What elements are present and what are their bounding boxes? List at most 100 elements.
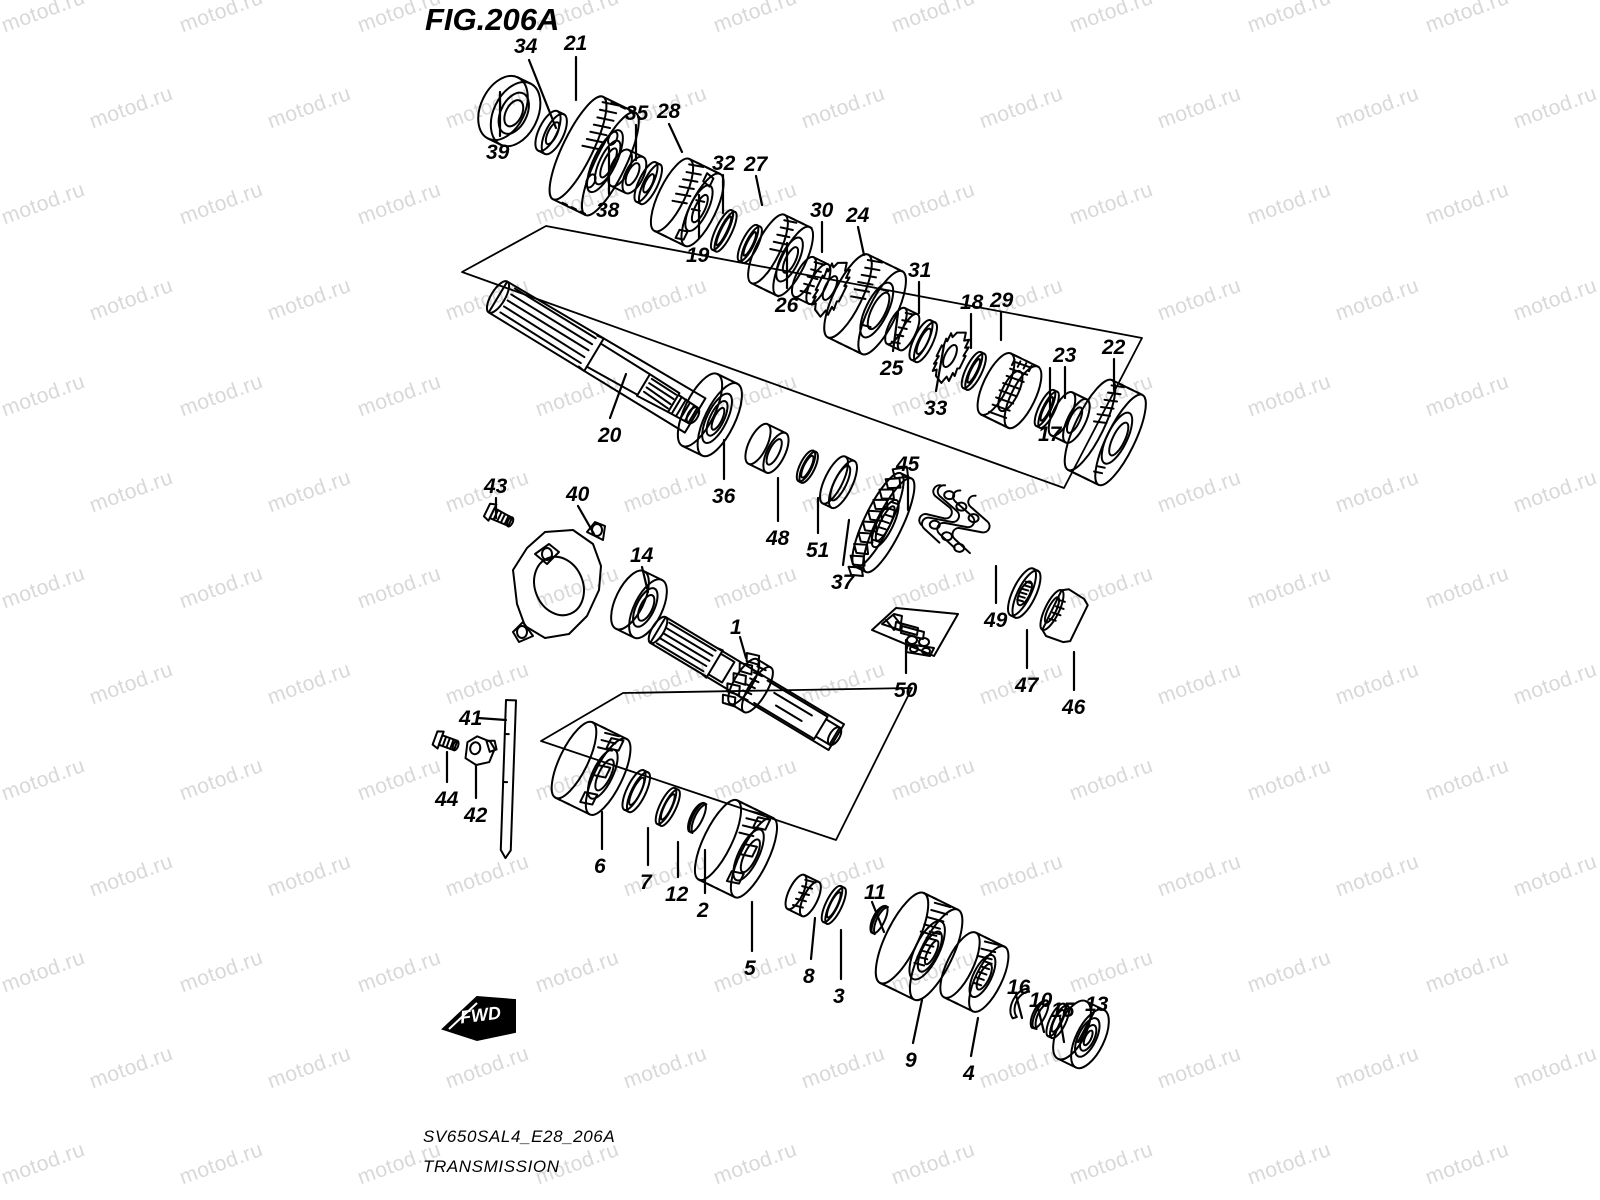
callout-31: 31 bbox=[908, 259, 932, 282]
part-23-bushing bbox=[1047, 391, 1091, 444]
part-6-dog-gear bbox=[550, 720, 632, 816]
part-35-washer bbox=[633, 160, 664, 206]
callout-14: 14 bbox=[630, 544, 654, 567]
callout-28: 28 bbox=[657, 100, 681, 123]
callout-15: 15 bbox=[1051, 999, 1075, 1022]
leader-line-33 bbox=[934, 343, 946, 393]
callout-51: 51 bbox=[806, 539, 830, 562]
callout-50: 50 bbox=[894, 679, 918, 702]
leader-line-9 bbox=[911, 998, 924, 1045]
part-41-shaft-rod bbox=[499, 699, 517, 860]
callout-4: 4 bbox=[963, 1062, 975, 1085]
callout-12: 12 bbox=[665, 883, 689, 906]
part-44-bolt bbox=[431, 730, 460, 752]
callout-18: 18 bbox=[960, 291, 984, 314]
part-24-gear bbox=[823, 253, 907, 356]
part-32-washer bbox=[736, 223, 763, 264]
callout-26: 26 bbox=[775, 294, 799, 317]
leader-line-13 bbox=[1076, 1010, 1096, 1044]
part-20-shaft bbox=[485, 280, 707, 434]
callout-32: 32 bbox=[712, 152, 736, 175]
callout-leader-lines bbox=[445, 55, 1116, 1058]
part-28-gear bbox=[649, 157, 725, 248]
callout-47: 47 bbox=[1015, 674, 1039, 697]
part-4-gear bbox=[939, 931, 1010, 1013]
guide-frame-upper bbox=[461, 225, 1143, 489]
part-10-circlip bbox=[1029, 999, 1051, 1030]
callout-36: 36 bbox=[712, 485, 736, 508]
caption-name: TRANSMISSION bbox=[423, 1157, 560, 1176]
callout-1: 1 bbox=[730, 616, 742, 639]
callout-35: 35 bbox=[625, 102, 649, 125]
leader-line-41 bbox=[476, 716, 508, 722]
callout-46: 46 bbox=[1062, 696, 1086, 719]
part-36-bearing bbox=[676, 372, 743, 458]
leader-line-34 bbox=[527, 58, 558, 130]
figure-title: FIG.206A bbox=[425, 2, 560, 37]
part-39-bearing bbox=[477, 74, 542, 148]
part-13-bearing bbox=[1052, 999, 1110, 1070]
part-46-nut bbox=[1039, 588, 1089, 644]
callout-11: 11 bbox=[864, 881, 886, 904]
leader-line-37 bbox=[841, 518, 851, 567]
leader-line-8 bbox=[809, 916, 817, 961]
callout-44: 44 bbox=[435, 788, 459, 811]
callout-19: 19 bbox=[686, 244, 710, 267]
leader-line-40 bbox=[576, 504, 596, 536]
leader-line-10 bbox=[1036, 1006, 1046, 1034]
callout-37: 37 bbox=[831, 571, 855, 594]
part-18-washer bbox=[960, 350, 987, 391]
part-29-roller-bearing bbox=[976, 351, 1043, 430]
leader-line-15 bbox=[1058, 1016, 1066, 1044]
leader-line-24 bbox=[856, 225, 866, 257]
callout-38: 38 bbox=[596, 199, 620, 222]
callout-23: 23 bbox=[1053, 344, 1077, 367]
part-50-joint-kit bbox=[871, 607, 959, 657]
part-21-gear bbox=[548, 95, 640, 217]
part-16-snap-ring bbox=[1009, 988, 1031, 1020]
callout-3: 3 bbox=[833, 985, 845, 1008]
leader-line-28 bbox=[667, 122, 684, 154]
callout-6: 6 bbox=[594, 855, 606, 878]
guide-frame-lower bbox=[540, 687, 913, 841]
callout-49: 49 bbox=[984, 609, 1008, 632]
callout-25: 25 bbox=[880, 357, 904, 380]
callout-39: 39 bbox=[486, 141, 510, 164]
callout-9: 9 bbox=[905, 1049, 917, 1072]
part-45-sprocket bbox=[847, 466, 916, 578]
callout-40: 40 bbox=[566, 483, 590, 506]
callout-21: 21 bbox=[564, 32, 588, 55]
leader-line-11 bbox=[870, 900, 886, 934]
part-51-oring bbox=[795, 449, 819, 484]
part-19-circlip bbox=[709, 209, 738, 253]
callout-41: 41 bbox=[459, 707, 483, 730]
callout-20: 20 bbox=[598, 424, 622, 447]
part-11-circlip bbox=[869, 904, 889, 936]
callout-45: 45 bbox=[896, 453, 920, 476]
callout-16: 16 bbox=[1007, 976, 1031, 999]
leader-line-1 bbox=[738, 635, 748, 660]
callout-7: 7 bbox=[640, 871, 652, 894]
leader-line-25 bbox=[891, 311, 900, 353]
part-5-dog-gear bbox=[693, 798, 778, 899]
callout-2: 2 bbox=[697, 899, 709, 922]
callout-5: 5 bbox=[744, 957, 756, 980]
callout-33: 33 bbox=[924, 397, 948, 420]
fwd-arrow bbox=[441, 995, 516, 1042]
part-42-stopper bbox=[464, 735, 498, 766]
part-9-gear bbox=[874, 891, 964, 1002]
caption-code: SV650SAL4_E28_206A bbox=[423, 1127, 616, 1146]
part-8-needle-bearing bbox=[784, 873, 822, 918]
part-12-washer bbox=[654, 786, 681, 827]
part-49-chain bbox=[918, 484, 991, 555]
callout-42: 42 bbox=[464, 804, 488, 827]
part-37-oil-seal bbox=[819, 455, 858, 510]
part-27-gear bbox=[747, 213, 815, 298]
callout-17: 17 bbox=[1038, 423, 1062, 446]
part-30-splined-washer bbox=[810, 261, 851, 318]
part-40-retainer-plate bbox=[512, 521, 606, 643]
part-31-washer bbox=[908, 318, 939, 364]
leader-line-16 bbox=[1014, 993, 1024, 1020]
callout-43: 43 bbox=[484, 475, 508, 498]
